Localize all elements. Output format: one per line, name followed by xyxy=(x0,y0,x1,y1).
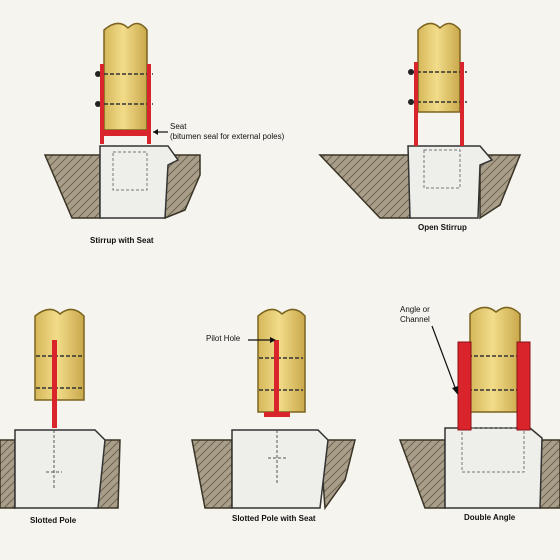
bolt-head xyxy=(408,69,414,75)
angle-label-line1: Angle or xyxy=(400,305,430,314)
caption-double-angle: Double Angle xyxy=(464,513,516,522)
pole xyxy=(103,22,148,131)
caption-open-stirrup: Open Stirrup xyxy=(418,223,467,232)
stirrup-right-strap xyxy=(147,64,151,144)
soil-right xyxy=(479,154,522,220)
angle-right xyxy=(516,341,531,431)
seat-plate xyxy=(100,130,151,136)
pole xyxy=(34,308,85,401)
stirrup-right-strap xyxy=(460,62,464,146)
pole xyxy=(417,22,461,113)
pole xyxy=(257,308,306,413)
bolt-head xyxy=(95,101,101,107)
soil-left xyxy=(0,439,16,509)
embedded-stirrup xyxy=(112,151,148,191)
pilot-hole-arrow-head xyxy=(270,337,276,343)
caption-stirrup-with-seat: Stirrup with Seat xyxy=(90,236,154,245)
stirrup-left-strap xyxy=(414,62,418,146)
soil-left xyxy=(191,439,233,509)
seat-arrow-head xyxy=(153,129,158,135)
concrete-footing xyxy=(99,145,180,219)
angle-annotation: Angle or Channel xyxy=(400,305,430,325)
soil-left xyxy=(43,154,101,219)
bolt-head xyxy=(95,71,101,77)
slot-plate xyxy=(274,340,279,416)
caption-slotted-pole-with-seat: Slotted Pole with Seat xyxy=(232,514,316,523)
caption-slotted-pole: Slotted Pole xyxy=(30,516,77,525)
concrete-footing xyxy=(407,145,494,219)
panel-double-angle xyxy=(398,306,560,509)
slot-plate xyxy=(52,340,57,428)
panel-open-stirrup xyxy=(318,22,522,220)
seat-annotation: Seat (bitumen seal for external poles) xyxy=(170,122,284,142)
concrete-footing xyxy=(14,429,106,509)
angle-arrow-head xyxy=(452,386,458,395)
seat-label: Seat xyxy=(170,122,187,131)
angle-left xyxy=(457,341,472,431)
pole xyxy=(469,306,521,413)
panel-slotted-pole-with-seat xyxy=(191,308,356,511)
bolt-head xyxy=(408,99,414,105)
seat-note: (bitumen seal for external poles) xyxy=(170,132,285,141)
angle-leader xyxy=(431,325,457,391)
panel-stirrup-with-seat xyxy=(43,22,201,220)
concrete-footing xyxy=(231,429,329,509)
soil-left xyxy=(398,439,446,509)
soil-left xyxy=(318,154,411,219)
panel-slotted-pole xyxy=(0,308,121,509)
stirrup-left-strap xyxy=(100,64,104,144)
pilot-hole-label: Pilot Hole xyxy=(206,334,241,343)
angle-label-line2: Channel xyxy=(400,315,430,324)
embedded-angles xyxy=(461,427,525,473)
concrete-footing xyxy=(444,427,543,509)
seat-plate xyxy=(264,412,290,417)
embedded-stirrup xyxy=(423,149,461,189)
